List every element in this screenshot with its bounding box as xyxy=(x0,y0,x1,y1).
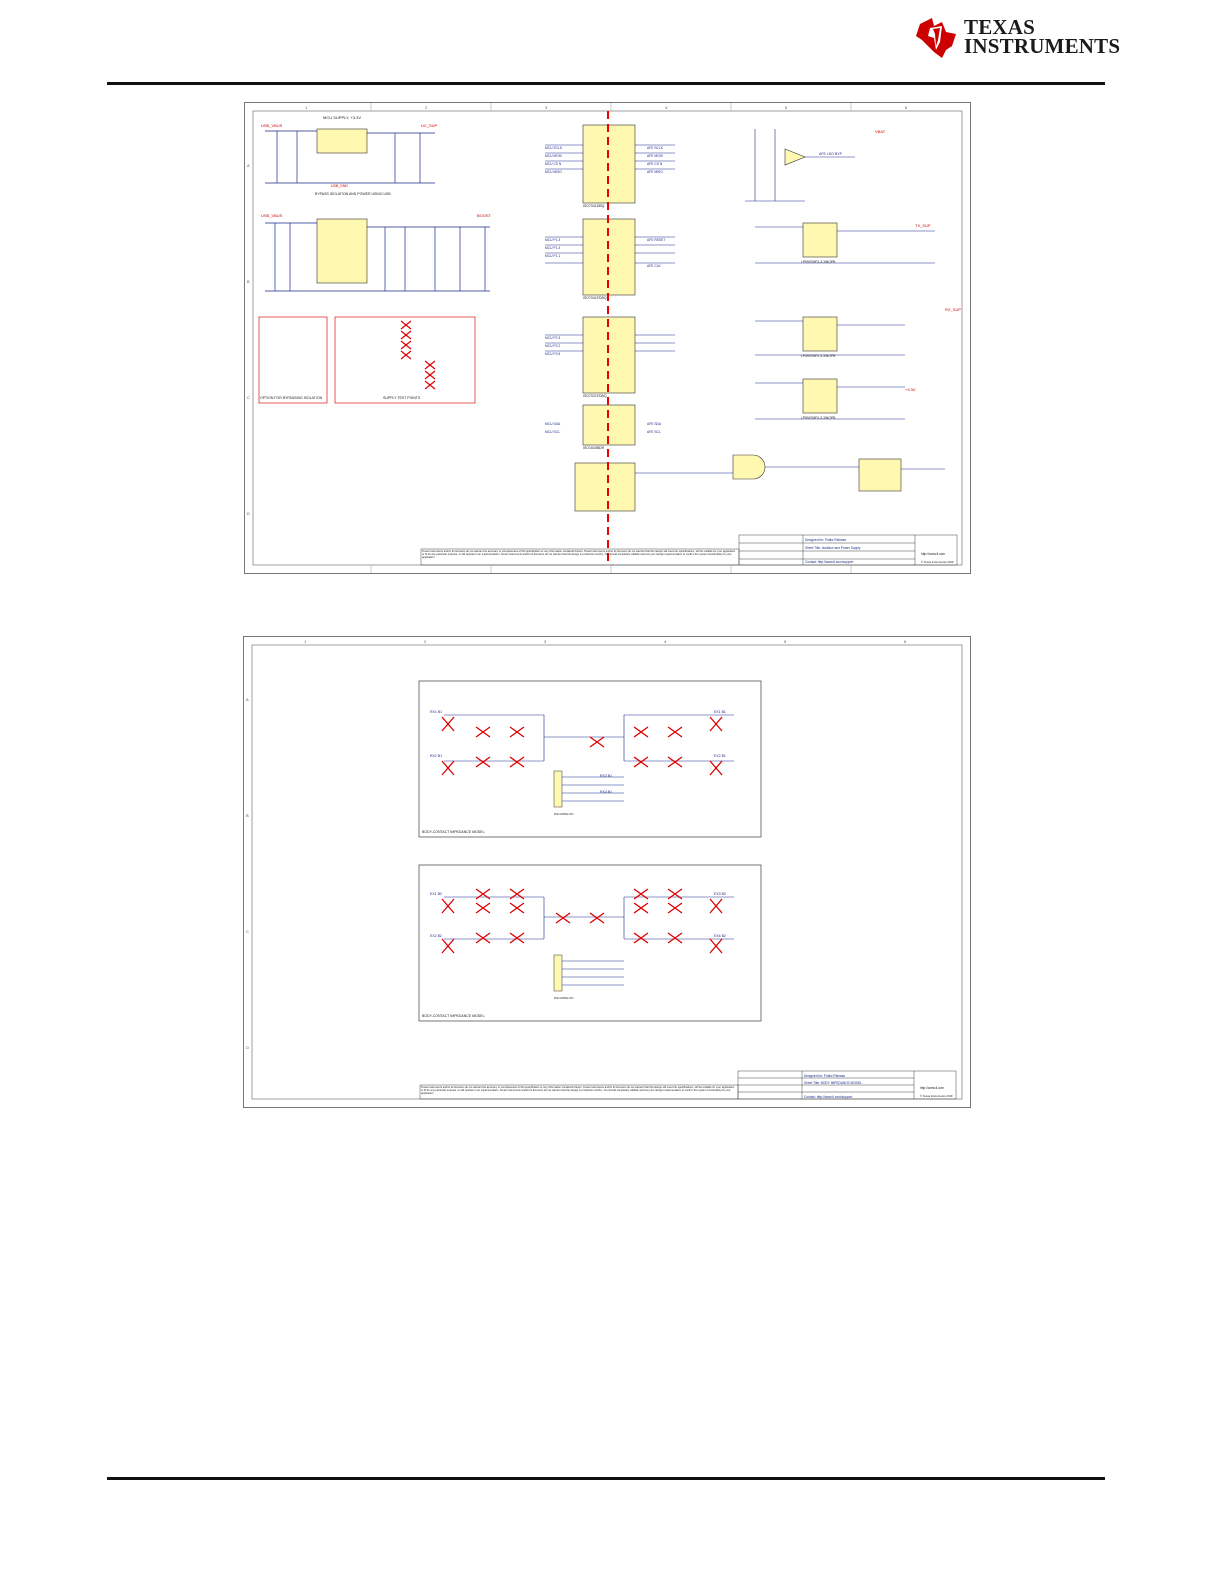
zone-row: D xyxy=(246,1045,249,1050)
part-label: ISO7041FDBQ xyxy=(583,296,607,300)
title-block-title: Sheet Title: BODY IMPEDANCE MODEL xyxy=(804,1081,862,1085)
section-title: MCU SUPPLY, +3.3V xyxy=(323,115,361,120)
part-label: LP5907MFX-3.3/NOPB xyxy=(801,354,836,358)
schematic-sheet-body-impedance: 1 2 3 4 5 6 A B C D BODY-CONTACT IMPEDAN… xyxy=(243,636,971,1108)
net-usb-vbus: USB_VBUS xyxy=(261,123,283,128)
signal-label: AFE MISO xyxy=(647,170,663,174)
zone-col: 3 xyxy=(544,639,547,644)
net-boost: BOOST xyxy=(477,213,492,218)
signal-label: MCU SCLK xyxy=(545,146,563,150)
signal-label: MCU P2.3 xyxy=(545,336,560,340)
signal-label: MCU P1.1 xyxy=(545,254,560,258)
zone-row: B xyxy=(246,813,249,818)
section-title: OPTION FOR BYPASSING ISOLATION xyxy=(260,396,323,400)
disclaimer-text: Texas Instruments and/or its licensors d… xyxy=(421,1086,735,1095)
zone-col: 5 xyxy=(785,105,788,110)
section-title: BYPASS ISOLATION AND POWER USING USB xyxy=(315,192,391,196)
zone-col: 2 xyxy=(424,639,427,644)
node-label: EX4 B2 xyxy=(714,934,726,938)
connector-label: DS1UPRH-RC xyxy=(554,996,575,1000)
part-label: ISO7021FDBQ xyxy=(583,394,607,398)
signal-label: AFE CS N xyxy=(647,162,663,166)
node-label: RX4 B1 xyxy=(600,790,612,794)
zone-col: 2 xyxy=(425,105,428,110)
node-label: EX1 B1 xyxy=(714,710,726,714)
ti-logo-wordmark: TEXAS INSTRUMENTS xyxy=(964,15,1121,58)
footer-rule xyxy=(107,1477,1105,1480)
ti-logo-icon xyxy=(916,18,956,58)
title-block-designer: Designed for: Public Release xyxy=(804,1074,845,1078)
zone-row: A xyxy=(246,697,249,702)
title-block-title: Sheet Title: Isolation and Power Supply xyxy=(805,546,861,550)
signal-label: MCU SCL xyxy=(545,430,560,434)
node-label: EX1 B2 xyxy=(430,892,442,896)
signal-label: MCU P1.4 xyxy=(545,246,560,250)
net-rx-sup: RX_SUP xyxy=(945,307,961,312)
zone-row: C xyxy=(247,395,250,400)
logo-line2: INSTRUMENTS xyxy=(964,34,1121,58)
schematic-sheet-isolation-power: 1 2 3 4 5 6 A B C D MCU SUPPLY, +3.3V US… xyxy=(244,102,971,574)
signal-label: AFE SCL xyxy=(647,430,661,434)
panel-title: BODY-CONTACT IMPEDANCE MODEL xyxy=(422,1014,485,1018)
title-block-copyright: © Texas Instruments 2019 xyxy=(920,1094,953,1098)
header-rule xyxy=(107,82,1105,85)
signal-label: MCU P2.5 xyxy=(545,352,560,356)
node-label: EX2 B1 xyxy=(714,754,726,758)
signal-label: AFE LDO BYP xyxy=(819,152,843,156)
net-plus33: +3.3V xyxy=(905,387,916,392)
zone-col: 4 xyxy=(664,639,667,644)
part-label: ISO1640BDR xyxy=(583,446,605,450)
signal-label: MCU P2.2 xyxy=(545,344,560,348)
section-title: SUPPLY TEST POINTS xyxy=(383,396,421,400)
zone-row: A xyxy=(247,163,250,168)
signal-label: AFE RESET xyxy=(647,238,665,242)
zone-col: 6 xyxy=(905,105,908,110)
signal-label: MCU MISO xyxy=(545,170,562,174)
part-label: ISO7041DBQ xyxy=(583,204,605,208)
panel-title: BODY-CONTACT IMPEDANCE MODEL xyxy=(422,830,485,834)
zone-col: 4 xyxy=(665,105,668,110)
zone-row: B xyxy=(247,279,250,284)
signal-label: AFE CLK xyxy=(647,264,662,268)
title-block-designer: Designed for: Public Release xyxy=(805,538,846,542)
disclaimer-box: Texas Instruments and/or its licensors d… xyxy=(422,550,736,559)
node-label: EX2 B2 xyxy=(430,934,442,938)
logo-line1: TEXAS xyxy=(964,15,1036,39)
schematic-sheet-1-drawing: 1 2 3 4 5 6 A B C D MCU SUPPLY, +3.3V US… xyxy=(247,103,963,573)
disclaimer-text: Texas Instruments and/or its licensors d… xyxy=(422,550,736,559)
net-uc-sup: UC_SUP xyxy=(421,123,438,128)
zone-row: D xyxy=(247,511,250,516)
schematic-sheet-2-drawing: 1 2 3 4 5 6 A B C D BODY-CONTACT IMPEDAN… xyxy=(246,639,963,1100)
node-label: RX3 B1 xyxy=(600,774,612,778)
net-vbat: VBAT xyxy=(875,129,886,134)
net-usb-vbus: USB_VBUS xyxy=(261,213,283,218)
title-block-contact: Contact: http://www.ti.com/support xyxy=(805,560,853,564)
signal-label: AFE SDA xyxy=(647,422,662,426)
node-label: EX3 B2 xyxy=(714,892,726,896)
connector-label: DS1UPRH-RC xyxy=(554,812,575,816)
part-label: LP5907MFX-3.3/NOPB xyxy=(801,416,836,420)
zone-col: 1 xyxy=(305,105,308,110)
signal-label: MCU SDA xyxy=(545,422,561,426)
signal-label: AFE SCLK xyxy=(647,146,664,150)
title-block-contact: Contact: http://www.ti.com/support xyxy=(804,1095,852,1099)
title-block-website: http://www.ti.com xyxy=(920,1086,944,1090)
net-usb-gnd: USB_GND xyxy=(331,184,348,188)
zone-col: 1 xyxy=(304,639,307,644)
disclaimer-box: Texas Instruments and/or its licensors d… xyxy=(421,1086,735,1095)
zone-col: 5 xyxy=(784,639,787,644)
title-block-copyright: © Texas Instruments 2019 xyxy=(921,560,954,564)
signal-label: AFE MOSI xyxy=(647,154,663,158)
signal-label: MCU MOSI xyxy=(545,154,562,158)
node-label: RX1 B1 xyxy=(430,710,442,714)
signal-label: MCU P1.3 xyxy=(545,238,560,242)
signal-label: MCU CS N xyxy=(545,162,562,166)
part-label: LP5907MFX-3.3/NOPB xyxy=(801,260,836,264)
title-block-website: http://www.ti.com xyxy=(921,552,945,556)
zone-col: 3 xyxy=(545,105,548,110)
zone-col: 6 xyxy=(904,639,907,644)
net-tx-sup: TX_SUP xyxy=(915,223,931,228)
zone-row: C xyxy=(246,929,249,934)
node-label: RX2 B1 xyxy=(430,754,442,758)
